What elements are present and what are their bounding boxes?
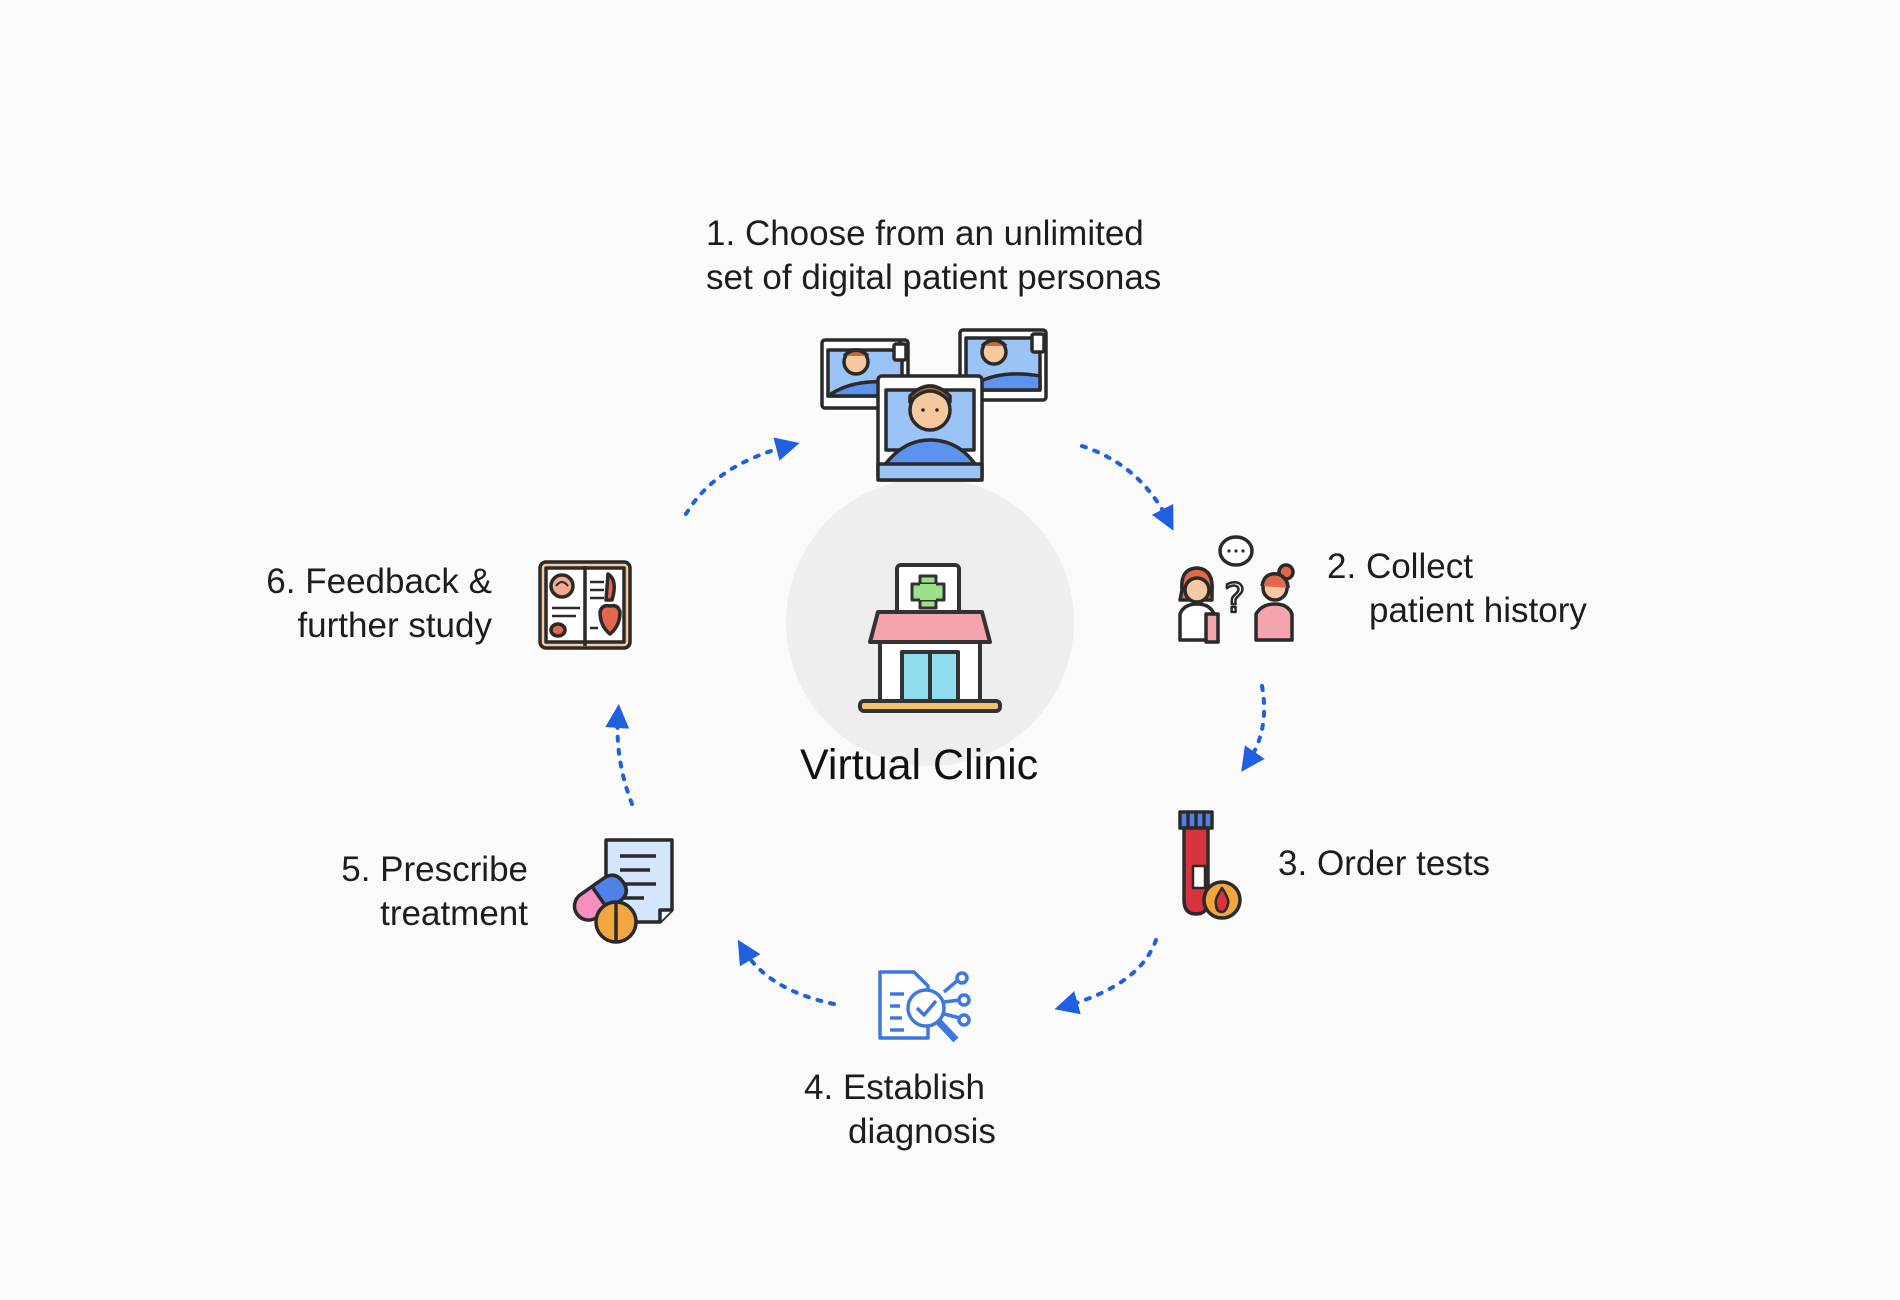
patients-in-beds-icon [820, 328, 1048, 482]
clinic-building-icon [858, 563, 1002, 713]
step-6-line2: further study [297, 606, 492, 645]
pills-prescription-icon [572, 838, 674, 944]
svg-text:?: ? [1224, 576, 1245, 622]
arrow-3-to-4 [1054, 938, 1158, 1015]
step-1-number: 1. [706, 214, 736, 253]
step-4-line2: diagnosis [848, 1112, 996, 1151]
arrow-2-to-3 [1241, 684, 1267, 772]
step-3-line1: Order tests [1316, 844, 1491, 883]
step-3-label: 3. Order tests [1278, 842, 1490, 886]
arrow-5-to-6 [605, 704, 634, 806]
doctor-patient-conversation-icon: ? [1178, 535, 1295, 644]
step-1-label: 1. Choose from an unlimited set of digit… [706, 212, 1161, 300]
step-4-label: 4. Establish diagnosis [804, 1066, 996, 1154]
step-4-line1: Establish [842, 1068, 985, 1107]
step-6-number: 6. [266, 562, 296, 601]
step-4-number: 4. [804, 1068, 834, 1107]
step-2-line2: patient history [1369, 591, 1587, 630]
step-5-number: 5. [341, 850, 371, 889]
anatomy-book-icon [538, 560, 632, 650]
center-title: Virtual Clinic [800, 741, 1039, 789]
step-2-line1: Collect [1365, 547, 1473, 586]
step-5-label: 5. Prescribe treatment [341, 848, 528, 936]
step-5-line1: Prescribe [380, 850, 528, 889]
blood-test-tube-icon [1178, 810, 1242, 920]
document-analysis-icon [878, 970, 971, 1043]
step-6-line1: Feedback & [305, 562, 492, 601]
step-2-number: 2. [1327, 547, 1357, 586]
arrow-4-to-5 [737, 939, 836, 1006]
step-1-line1: Choose from an unlimited [744, 214, 1144, 253]
step-1-line2: set of digital patient personas [706, 258, 1162, 297]
step-2-label: 2. Collect patient history [1327, 545, 1587, 633]
step-3-number: 3. [1278, 844, 1308, 883]
cycle-arrows [605, 437, 1267, 1015]
step-6-label: 6. Feedback & further study [266, 560, 492, 648]
arrow-1-to-2 [1080, 444, 1174, 531]
step-5-line2: treatment [380, 894, 528, 933]
arrow-6-to-1 [684, 437, 800, 516]
